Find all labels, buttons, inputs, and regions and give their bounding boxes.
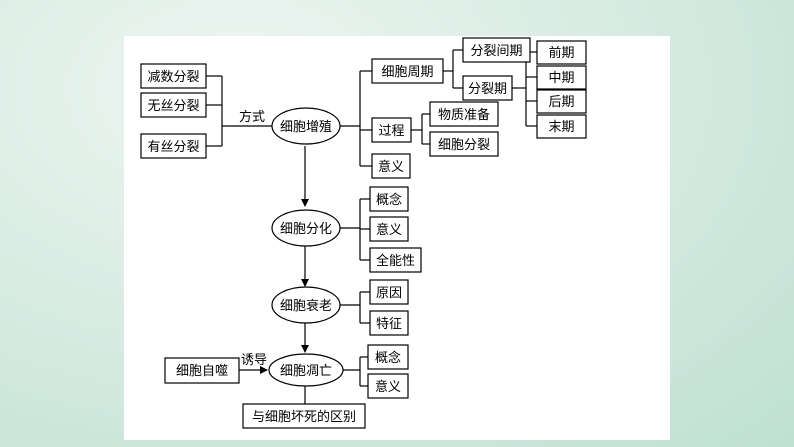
svg-text:细胞周期: 细胞周期 [381, 65, 433, 80]
node-apoptosis: 细胞凋亡 [268, 353, 344, 387]
box-diff-meaning: 意义 [369, 216, 409, 242]
node-senescence: 细胞衰老 [271, 286, 341, 324]
svg-text:无丝分裂: 无丝分裂 [147, 99, 199, 114]
svg-text:前期: 前期 [548, 45, 574, 61]
svg-text:意义: 意义 [376, 222, 402, 238]
box-totipotency: 全能性 [369, 247, 422, 273]
svg-text:末期: 末期 [548, 120, 574, 135]
svg-text:过程: 过程 [378, 124, 404, 139]
svg-text:概念: 概念 [375, 350, 401, 366]
box-interphase: 分裂间期 [462, 37, 531, 63]
box-prophase: 前期 [536, 40, 587, 65]
svg-text:有丝分裂: 有丝分裂 [147, 140, 199, 155]
svg-text:细胞分裂: 细胞分裂 [438, 138, 490, 153]
node-proliferation: 细胞增殖 [271, 107, 341, 145]
node-necrosis-diff: 与细胞坏死的区别 [242, 403, 366, 429]
svg-text:细胞增殖: 细胞增殖 [280, 119, 332, 135]
box-proliferation-meaning: 意义 [371, 153, 411, 179]
svg-text:细胞凋亡: 细胞凋亡 [280, 364, 332, 379]
svg-text:物质准备: 物质准备 [438, 107, 490, 123]
svg-text:特征: 特征 [376, 317, 402, 332]
svg-text:原因: 原因 [376, 286, 402, 301]
node-autophagy: 细胞自噬 [164, 357, 240, 384]
node-differentiation: 细胞分化 [271, 209, 341, 247]
svg-text:与细胞坏死的区别: 与细胞坏死的区别 [252, 409, 356, 425]
box-apoptosis-meaning: 意义 [367, 373, 409, 399]
box-cell-cycle: 细胞周期 [371, 58, 444, 84]
svg-text:概念: 概念 [376, 192, 402, 208]
box-material-prep: 物质准备 [429, 101, 499, 127]
svg-text:减数分裂: 减数分裂 [147, 70, 199, 85]
box-senescence-features: 特征 [369, 310, 409, 336]
svg-text:意义: 意义 [378, 159, 404, 175]
box-cell-division: 细胞分裂 [429, 131, 499, 157]
box-m-phase: 分裂期 [462, 75, 513, 101]
box-telophase: 末期 [536, 114, 587, 139]
svg-text:细胞衰老: 细胞衰老 [280, 298, 332, 314]
method-mitosis: 有丝分裂 [140, 133, 207, 159]
svg-text:分裂间期: 分裂间期 [470, 44, 522, 59]
connector-lines [206, 49, 537, 404]
box-apoptosis-concept: 概念 [367, 344, 409, 370]
svg-text:全能性: 全能性 [376, 253, 415, 269]
svg-text:后期: 后期 [548, 95, 574, 110]
box-process: 过程 [371, 117, 412, 143]
method-meiosis: 减数分裂 [140, 63, 207, 89]
svg-text:细胞分化: 细胞分化 [280, 222, 332, 237]
box-senescence-cause: 原因 [369, 279, 409, 305]
induce-label: 诱导 [241, 353, 267, 368]
svg-text:中期: 中期 [548, 71, 574, 86]
svg-text:分裂期: 分裂期 [468, 82, 507, 97]
box-diff-concept: 概念 [369, 186, 409, 212]
method-edge-label: 方式 [239, 109, 265, 125]
method-amitosis: 无丝分裂 [140, 92, 207, 118]
box-anaphase: 后期 [536, 89, 587, 114]
svg-text:意义: 意义 [375, 379, 401, 395]
svg-text:细胞自噬: 细胞自噬 [176, 364, 228, 379]
box-metaphase: 中期 [536, 65, 587, 90]
